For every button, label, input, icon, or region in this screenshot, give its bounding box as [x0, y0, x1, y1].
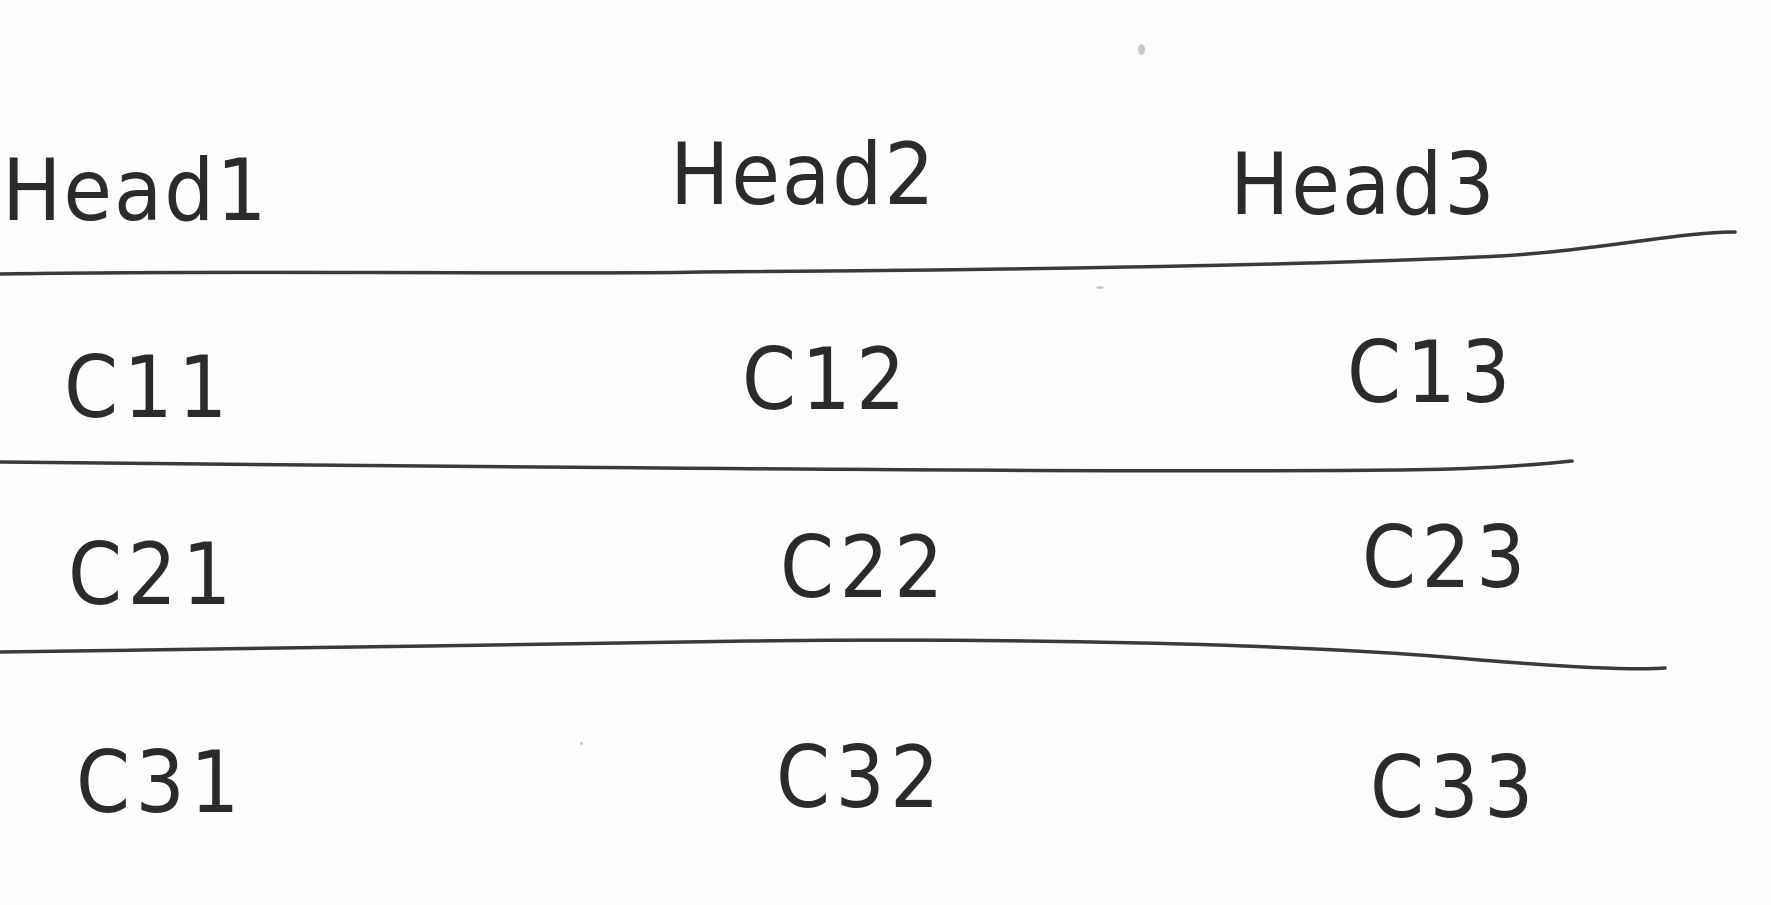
header-cell-2: Head2 [670, 125, 937, 225]
header-cell-3: Head3 [1230, 135, 1497, 235]
paper-speck [1096, 286, 1104, 289]
table-cell-r2-c2: C22 [780, 518, 949, 618]
table-cell-r3-c2: C32 [776, 728, 945, 828]
paper-speck [580, 742, 583, 745]
table-cell-r1-c1: C11 [64, 338, 233, 438]
table-cell-r1-c3: C13 [1347, 323, 1516, 423]
table-cell-r2-c1: C21 [68, 525, 237, 625]
row-1-divider [0, 459, 1574, 473]
table-cell-r3-c1: C31 [76, 733, 245, 833]
table-cell-r2-c3: C23 [1362, 508, 1531, 608]
table-cell-r3-c3: C33 [1370, 738, 1539, 838]
table-cell-r1-c2: C12 [742, 330, 911, 430]
row-2-divider [0, 638, 1667, 671]
paper-speck [1138, 44, 1145, 55]
header-cell-1: Head1 [2, 141, 269, 241]
